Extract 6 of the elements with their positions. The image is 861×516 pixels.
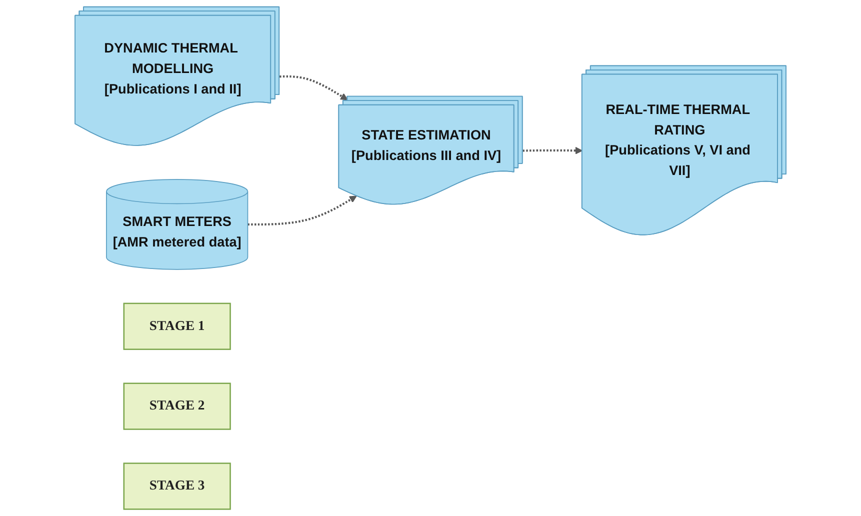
node-box: STAGE 3 xyxy=(123,462,231,510)
node-box: STAGE 2 xyxy=(123,382,231,430)
arrow xyxy=(248,196,357,226)
arrow xyxy=(280,75,348,100)
arrow xyxy=(522,146,583,154)
node-box: STAGE 1 xyxy=(123,302,231,350)
